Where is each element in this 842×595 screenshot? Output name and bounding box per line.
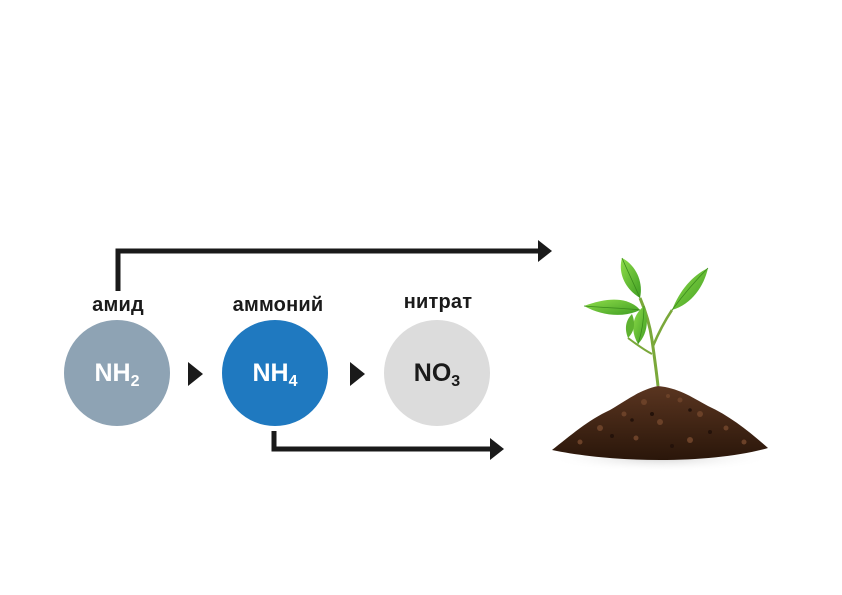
nitrate-formula-base: NO (413, 358, 452, 387)
ammonium-to-plant-line (271, 431, 492, 452)
amide-to-plant-arrowhead (538, 240, 552, 262)
ammonium-formula-base: NH (252, 358, 289, 387)
ammonium-to-nitrate-arrow (350, 362, 365, 386)
nitrate-formula-subscript: 3 (451, 372, 461, 390)
amide-to-ammonium-arrow (188, 362, 203, 386)
amide-label: амид (92, 294, 144, 316)
amide-to-plant-line (115, 248, 540, 291)
ammonium-formula-subscript: 4 (288, 372, 298, 390)
ammonium-to-plant-arrowhead (490, 438, 504, 460)
sprouting-plant-in-soil-icon (548, 257, 772, 472)
nitrate-label: нитрат (403, 291, 473, 313)
amide-formula-subscript: 2 (130, 372, 140, 390)
ammonium-label: аммоний (232, 294, 324, 316)
amide-formula-base: NH (94, 358, 131, 387)
